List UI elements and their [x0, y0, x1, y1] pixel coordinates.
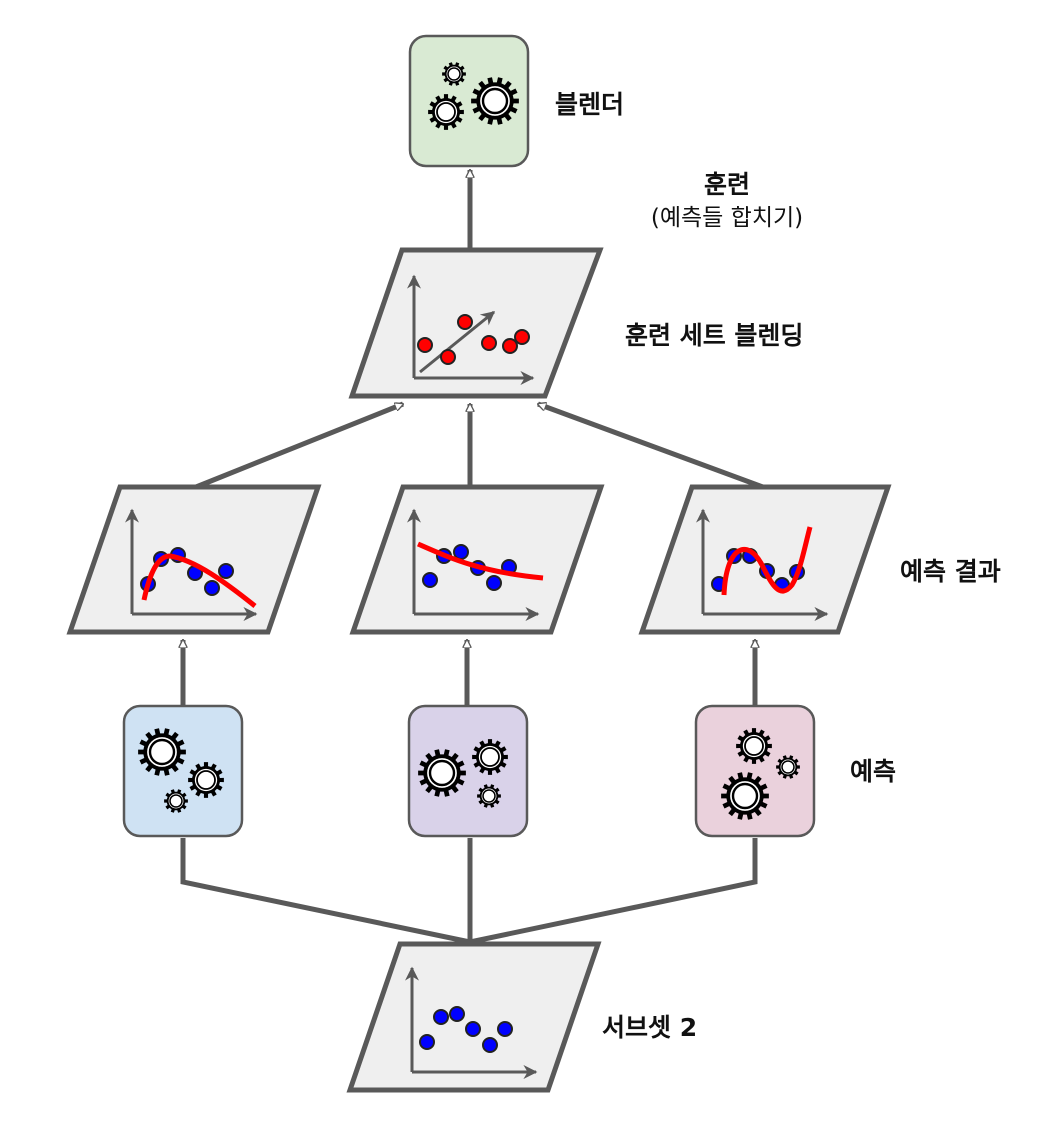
subset-panel	[346, 941, 602, 1093]
gear-cluster-icon	[418, 739, 508, 808]
arrow-prediction-1-to-blend	[195, 401, 403, 490]
gear-icon	[428, 94, 464, 130]
gear-cluster-icon	[721, 728, 800, 820]
arrow-prediction-3-to-blend	[538, 401, 764, 490]
connector-subset-to-predictor-3	[469, 838, 758, 945]
blue-point	[482, 1037, 498, 1053]
scatter-plot-icon	[407, 274, 535, 385]
gear-icon	[477, 784, 501, 808]
red-point	[514, 329, 530, 345]
blue-point	[449, 1006, 465, 1022]
connector-subset-to-predictor-1	[180, 838, 471, 945]
gear-icon	[138, 728, 186, 776]
fit-curve	[141, 553, 257, 608]
prediction-panel-2	[349, 484, 605, 635]
gear-icon	[472, 739, 508, 775]
predictor-box-3	[694, 704, 816, 838]
red-point	[502, 338, 518, 354]
gear-icon	[736, 728, 772, 764]
gear-icon	[418, 749, 466, 797]
blue-point	[465, 1021, 481, 1037]
predictor-box-2	[407, 704, 529, 838]
gear-icon	[721, 772, 769, 820]
fit-curve	[416, 541, 544, 581]
prediction-panel-1	[66, 484, 322, 635]
gear-icon	[164, 789, 188, 813]
red-point	[457, 314, 473, 330]
blue-point	[422, 572, 438, 588]
predictor-box-1	[122, 704, 244, 838]
red-points	[417, 314, 530, 365]
blue-point	[453, 544, 469, 560]
gear-cluster-icon	[428, 62, 519, 130]
blending-set-panel	[348, 247, 604, 399]
prediction-panel-3	[638, 484, 892, 635]
gear-icon	[471, 77, 519, 125]
label-predictions: 예측 결과	[900, 557, 1001, 586]
gear-icon	[188, 762, 224, 798]
label-train-detail: (예측들 합치기)	[651, 205, 803, 231]
label-blender: 블렌더	[555, 90, 624, 119]
gear-cluster-icon	[138, 728, 224, 813]
fit-curve	[721, 526, 813, 596]
blue-point	[204, 580, 220, 596]
blue-point	[486, 575, 502, 591]
gear-icon	[776, 755, 800, 779]
label-train: 훈련	[704, 170, 750, 199]
blue-point	[419, 1034, 435, 1050]
blender-box	[408, 34, 530, 168]
connectors	[180, 170, 764, 945]
red-point	[417, 337, 433, 353]
blue-point	[433, 1009, 449, 1025]
label-predict: 예측	[850, 757, 896, 786]
label-blending-set: 훈련 세트 블렌딩	[625, 321, 803, 350]
blue-point	[497, 1021, 513, 1037]
red-point	[440, 349, 456, 365]
red-point	[481, 335, 497, 351]
blue-point	[218, 563, 234, 579]
gear-icon	[442, 62, 466, 86]
label-subset: 서브셋 2	[602, 1013, 697, 1042]
